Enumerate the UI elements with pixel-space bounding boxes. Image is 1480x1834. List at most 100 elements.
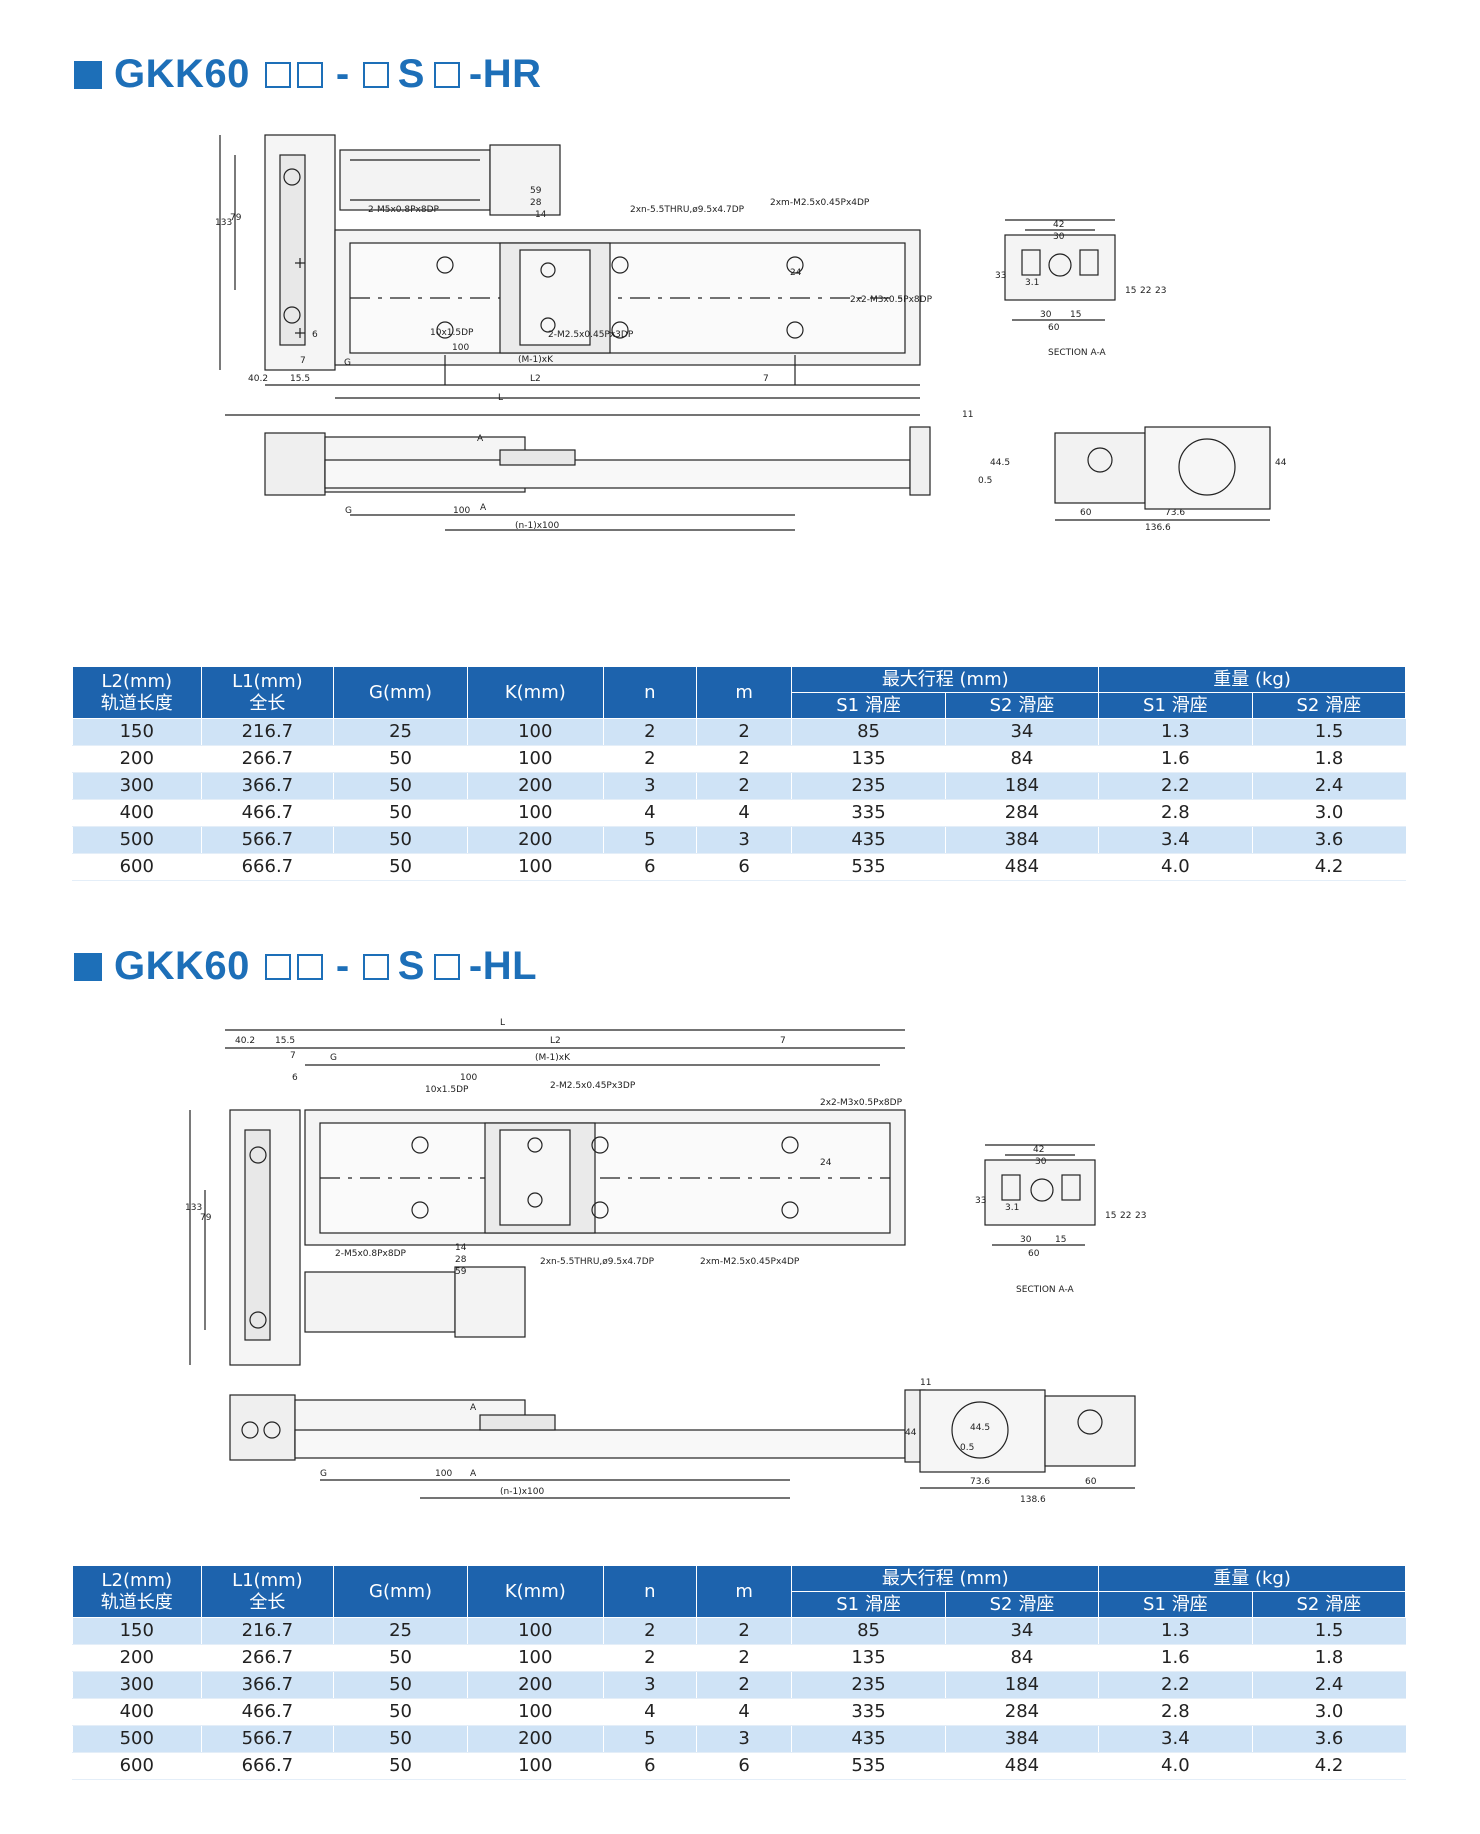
table-cell: 2 (602, 745, 697, 773)
table-cell: 5 (602, 826, 697, 854)
col-l2: L2(mm)轨道长度 (72, 666, 202, 719)
placeholder-box-icon (433, 61, 460, 88)
dimension-label: 2xm-M2.5x0.45Px4DP (700, 1257, 800, 1267)
table-cell: 1.3 (1098, 1617, 1253, 1645)
table-cell: 84 (944, 1644, 1099, 1672)
table-cell: 384 (944, 826, 1099, 854)
table-cell: 50 (333, 799, 468, 827)
col-weight-s1: S1 滑座 (1098, 1591, 1253, 1618)
dimension-label: 60 (1048, 323, 1060, 333)
spec-table-hr: L2(mm)轨道长度 L1(mm)全长 G(mm) K(mm) n m 最大行程… (72, 666, 1407, 881)
bullet-square-icon (74, 60, 102, 89)
table-cell: 2 (695, 1617, 792, 1645)
col-k: K(mm) (466, 1565, 604, 1618)
table-cell: 200 (72, 745, 202, 773)
col-g: G(mm) (333, 1565, 468, 1618)
dimension-label: 2-M5x0.8Px8DP (368, 205, 440, 215)
table-cell: 100 (466, 718, 604, 746)
dimension-label: (M-1)xK (518, 355, 554, 365)
table-cell: 1.8 (1251, 745, 1406, 773)
table-cell: 466.7 (200, 799, 334, 827)
table-cell: 435 (791, 826, 946, 854)
dimension-label: G (344, 358, 351, 368)
placeholder-box-icon (362, 61, 389, 88)
table-cell: 216.7 (200, 718, 334, 746)
dimension-label: 2x2-M3x0.5Px8DP (820, 1098, 903, 1108)
dimension-label: L2 (530, 374, 541, 384)
table-cell: 3 (602, 1671, 697, 1699)
dimension-label: 30 (1040, 310, 1052, 320)
dimension-label: 23 (1155, 286, 1166, 296)
col-weight-s2: S2 滑座 (1251, 692, 1407, 719)
title-s: S (397, 944, 425, 988)
table-cell: 6 (602, 853, 697, 881)
col-stroke-s2: S2 滑座 (944, 1591, 1100, 1618)
table-cell: 50 (333, 853, 468, 881)
table-cell: 4 (695, 1698, 792, 1726)
placeholder-box-icon (296, 61, 323, 88)
dimension-label: 133 (215, 218, 232, 228)
table-cell: 600 (72, 1752, 202, 1780)
placeholder-box-icon (362, 953, 389, 980)
table-cell: 284 (944, 1698, 1099, 1726)
table-cell: 1.6 (1098, 1644, 1253, 1672)
table-cell: 335 (791, 1698, 946, 1726)
title-model: GKK60 (114, 944, 250, 988)
table-cell: 85 (791, 718, 946, 746)
col-max-stroke: 最大行程 (mm) (791, 666, 1100, 693)
dimension-label: 14 (455, 1243, 467, 1253)
table-cell: 1.8 (1251, 1644, 1406, 1672)
dimension-label: 100 (460, 1073, 477, 1083)
table-cell: 2 (602, 718, 697, 746)
col-m: m (695, 1565, 793, 1618)
table-cell: 4 (602, 799, 697, 827)
col-weight: 重量 (kg) (1098, 666, 1406, 693)
dimension-label: 15 (1055, 1235, 1066, 1245)
table-cell: 566.7 (200, 1725, 334, 1753)
dimension-label: 24 (820, 1158, 832, 1168)
dimension-label: 7 (780, 1036, 786, 1046)
col-g: G(mm) (333, 666, 468, 719)
table-cell: 3.4 (1098, 826, 1253, 854)
technical-drawing-hr: 59 28 14 2-M5x0.8Px8DP 2xn-5.5THRU,ø9.5x… (215, 134, 1287, 533)
dimension-label: 7 (290, 1051, 296, 1061)
col-weight: 重量 (kg) (1098, 1565, 1406, 1592)
dimension-label: 22 (1140, 286, 1151, 296)
table-cell: 1.5 (1251, 718, 1406, 746)
table-cell: 3.0 (1251, 799, 1406, 827)
placeholder-box-icon (433, 953, 460, 980)
col-stroke-s2: S2 滑座 (944, 692, 1100, 719)
drawing-labels: L 40.2 15.5 7 L2 7 G (M-1)xK 6 100 10x1.… (185, 1018, 1146, 1505)
table-cell: 34 (944, 718, 1099, 746)
dimension-label: (n-1)x100 (500, 1487, 544, 1497)
table-cell: 2 (695, 1671, 792, 1699)
dimension-label: 2-M5x0.8Px8DP (335, 1249, 407, 1259)
table-cell: 335 (791, 799, 946, 827)
table-cell: 200 (466, 1725, 604, 1753)
table-cell: 300 (72, 772, 202, 800)
table-cell: 100 (466, 1644, 604, 1672)
table-cell: 566.7 (200, 826, 334, 854)
table-cell: 100 (466, 1698, 604, 1726)
table-cell: 2.2 (1098, 772, 1253, 800)
dimension-label: 33 (995, 271, 1006, 281)
table-cell: 1.3 (1098, 718, 1253, 746)
table-cell: 50 (333, 1671, 468, 1699)
title-suffix: -HR (468, 52, 542, 96)
table-cell: 85 (791, 1617, 946, 1645)
dimension-label: L (498, 393, 503, 403)
dimension-label: 15.5 (275, 1036, 295, 1046)
spec-table-hl: L2(mm)轨道长度 L1(mm)全长 G(mm) K(mm) n m 最大行程… (72, 1565, 1407, 1780)
dimension-label: L2 (550, 1036, 561, 1046)
col-max-stroke: 最大行程 (mm) (791, 1565, 1100, 1592)
dimension-label: 2xm-M2.5x0.45Px4DP (770, 198, 870, 208)
dimension-label: 59 (455, 1267, 467, 1277)
table-cell: 6 (602, 1752, 697, 1780)
table-cell: 2.2 (1098, 1671, 1253, 1699)
table-cell: 50 (333, 1698, 468, 1726)
